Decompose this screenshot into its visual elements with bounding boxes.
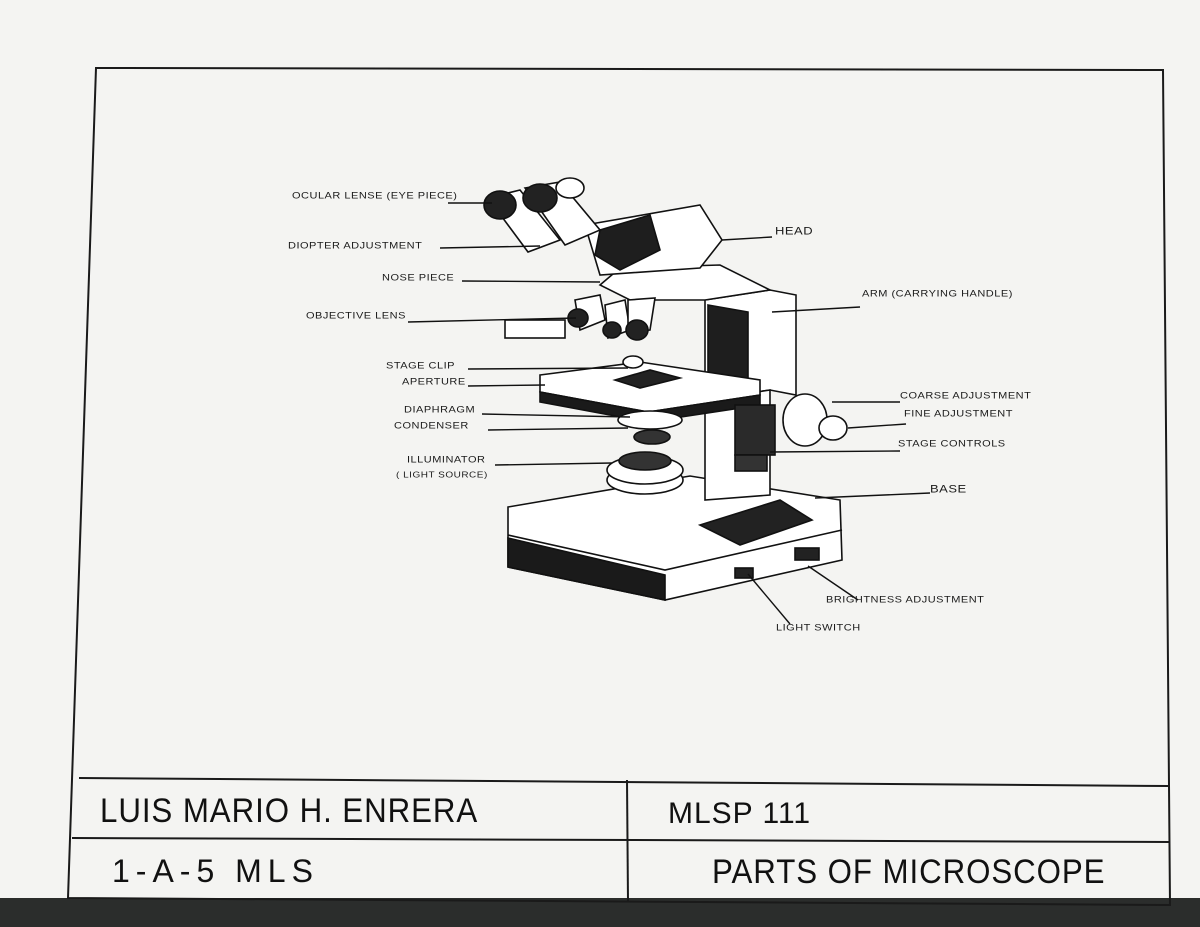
label-stage-clip: STAGE CLIP xyxy=(386,360,455,372)
student-name: LUIS MARIO H. ENRERA xyxy=(100,792,479,830)
label-objective-lens: OBJECTIVE LENS xyxy=(306,310,406,322)
label-condenser: CONDENSER xyxy=(394,420,469,432)
drawing-title: PARTS OF MICROSCOPE xyxy=(712,853,1106,891)
label-light-source: ( LIGHT SOURCE) xyxy=(396,470,488,481)
label-brightness-adjustment: BRIGHTNESS ADJUSTMENT xyxy=(826,594,985,606)
leader-lines xyxy=(407,202,931,625)
label-diaphragm: DIAPHRAGM xyxy=(404,404,476,416)
drawing-frame xyxy=(66,66,1172,907)
label-base: BASE xyxy=(930,482,967,495)
section: 1-A-5 MLS xyxy=(112,853,319,889)
label-coarse-adjustment: COARSE ADJUSTMENT xyxy=(900,390,1032,402)
label-illuminator: ILLUMINATOR xyxy=(407,454,486,466)
label-ocular-lens: OCULAR LENSE (EYE PIECE) xyxy=(292,190,458,202)
label-light-switch: LIGHT SWITCH xyxy=(776,622,861,634)
label-diopter: DIOPTER ADJUSTMENT xyxy=(288,240,423,252)
label-aperture: APERTURE xyxy=(402,376,466,388)
label-head: HEAD xyxy=(775,224,814,237)
course-code: MLSP 111 xyxy=(668,797,812,830)
microscope-drawing xyxy=(483,177,848,601)
label-fine-adjustment: FINE ADJUSTMENT xyxy=(904,408,1013,420)
label-arm: ARM (CARRYING HANDLE) xyxy=(862,288,1013,300)
label-stage-controls: STAGE CONTROLS xyxy=(898,438,1006,450)
label-nose-piece: NOSE PIECE xyxy=(382,272,455,284)
